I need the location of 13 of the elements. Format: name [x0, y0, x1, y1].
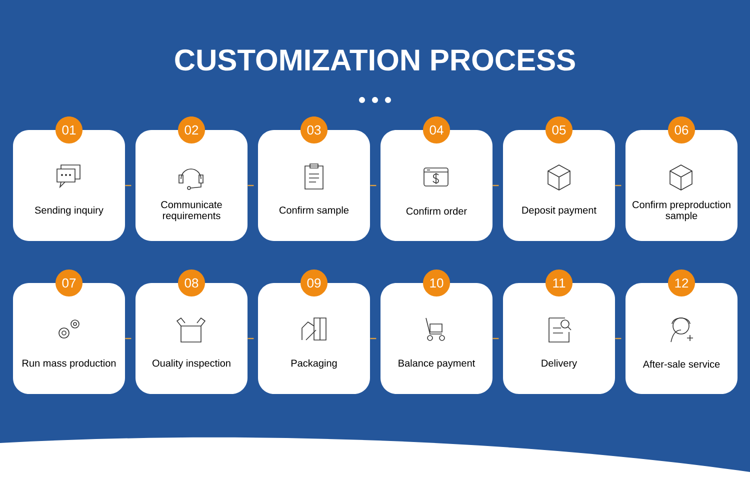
number-badge: 08: [178, 270, 205, 296]
number-badge: 11: [546, 270, 572, 296]
number-badge: 04: [423, 116, 450, 144]
number-badge: 09: [300, 270, 328, 296]
number-badge: 07: [56, 270, 82, 296]
number-badge: 06: [668, 116, 695, 144]
number-badge: 12: [668, 270, 695, 296]
number-badge: 01: [56, 116, 82, 144]
title: CUSTOMIZATION PROCESS: [175, 49, 575, 71]
number-badge: 03: [300, 116, 328, 144]
number-badge: 10: [423, 270, 450, 296]
number-badge: 05: [546, 116, 572, 144]
number-badge: 02: [178, 116, 205, 144]
